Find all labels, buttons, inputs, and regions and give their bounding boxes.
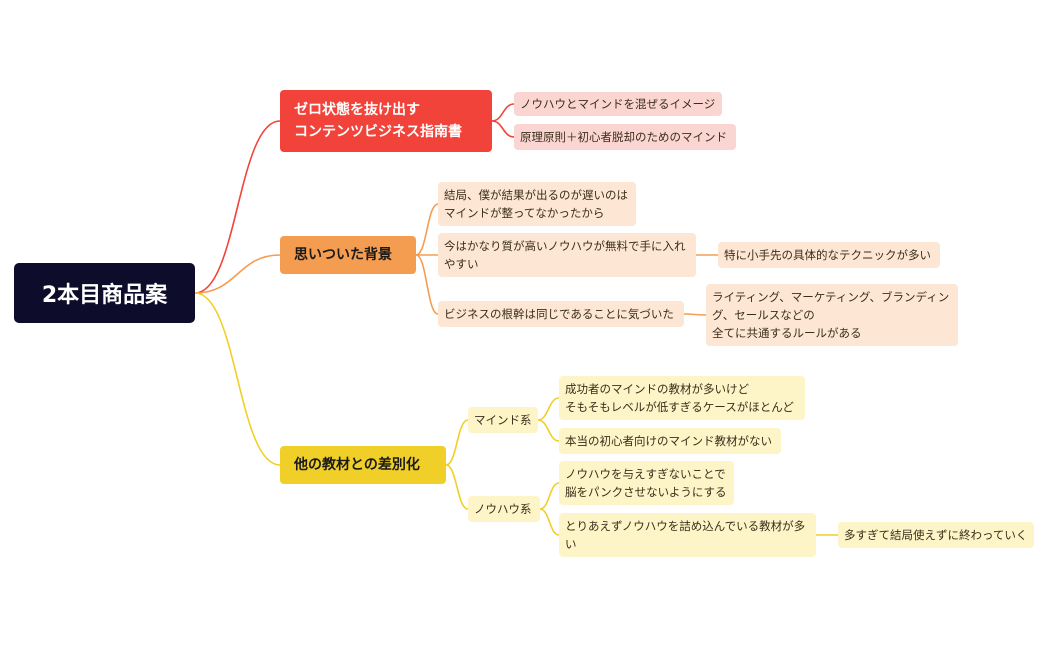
topic-mix-knowhow-mind[interactable]: ノウハウとマインドを混ぜるイメージ — [514, 92, 722, 116]
topic-mind-category[interactable]: マインド系 — [468, 407, 538, 433]
link-topic-success-mind-materials — [537, 397, 560, 421]
topic-success-mind-materials[interactable]: 成功者のマインドの教材が多いけど そもそもレベルが低すぎるケースがほとんど — [559, 376, 805, 420]
branch-zero-state-guide[interactable]: ゼロ状態を抜け出す コンテンツビジネス指南書 — [280, 90, 492, 152]
topic-no-beginner-material[interactable]: 本当の初心者向けのマインド教材がない — [559, 428, 781, 454]
link-topic-too-much-knowhow — [539, 508, 560, 536]
link-topic-knowhow-category — [445, 464, 469, 510]
link-branch-zero-state-guide — [194, 120, 281, 294]
root-topic[interactable]: 2本目商品案 — [14, 263, 195, 323]
link-topic-no-beginner-material — [537, 419, 560, 442]
topic-small-techniques[interactable]: 特に小手先の具体的なテクニックが多い — [718, 242, 940, 268]
topic-knowhow-category[interactable]: ノウハウ系 — [468, 496, 540, 522]
link-topic-mix-knowhow-mind — [491, 103, 515, 122]
branch-background[interactable]: 思いついた背景 — [280, 236, 416, 274]
link-branch-differentiation — [194, 292, 281, 466]
topic-mindset-not-ready[interactable]: 結局、僕が結果が出るのが遅いのは マインドが整ってなかったから — [438, 182, 636, 226]
topic-common-rules[interactable]: ライティング、マーケティング、ブランディング、セールスなどの 全てに共通するルー… — [706, 284, 958, 346]
link-topic-business-core-same — [415, 254, 439, 315]
topic-end-up-unused[interactable]: 多すぎて結局使えずに終わっていく — [838, 522, 1034, 548]
link-topic-principles-mindset — [491, 120, 515, 138]
topic-principles-mindset[interactable]: 原理原則＋初心者脱却のためのマインド — [514, 124, 736, 150]
topic-too-much-knowhow[interactable]: とりあえずノウハウを詰め込んでいる教材が多い — [559, 513, 816, 557]
link-topic-common-rules — [683, 313, 707, 316]
topic-business-core-same[interactable]: ビジネスの根幹は同じであることに気づいた — [438, 301, 684, 327]
link-branch-background — [194, 254, 281, 294]
link-topic-mind-category — [445, 419, 469, 466]
topic-avoid-overload[interactable]: ノウハウを与えすぎないことで 脳をパンクさせないようにする — [559, 461, 734, 505]
link-topic-avoid-overload — [539, 482, 560, 510]
branch-differentiation[interactable]: 他の教材との差別化 — [280, 446, 446, 484]
topic-free-knowhow[interactable]: 今はかなり質が高いノウハウが無料で手に入れやすい — [438, 233, 696, 277]
link-topic-mindset-not-ready — [415, 203, 439, 256]
